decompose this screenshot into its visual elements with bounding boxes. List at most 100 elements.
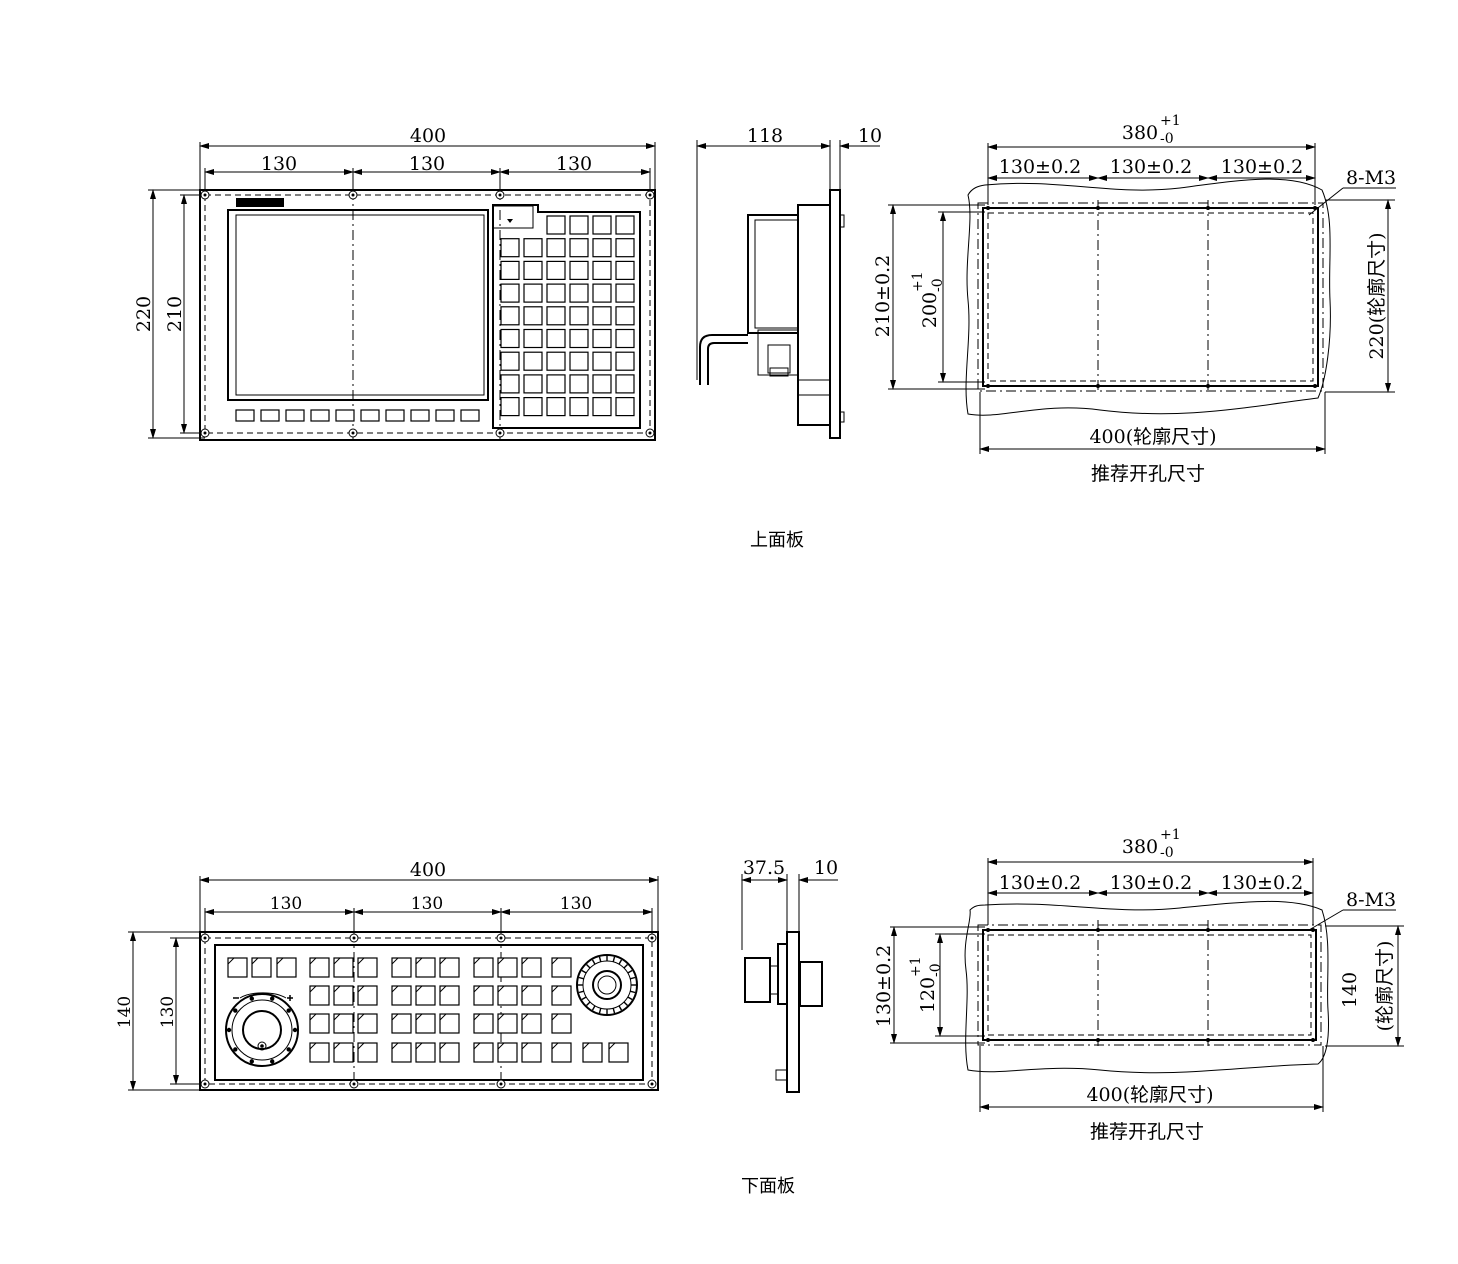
bottom-cutout-seg3: 130±0.2 bbox=[1221, 872, 1303, 894]
keypad-key bbox=[227, 957, 248, 978]
keypad-key bbox=[523, 260, 543, 280]
keypad-key bbox=[551, 985, 572, 1006]
bottom-side-plate bbox=[786, 931, 800, 1093]
keypad-key bbox=[569, 328, 589, 349]
keypad-area bbox=[492, 204, 641, 429]
keypad-key bbox=[497, 957, 518, 978]
bottom-front-seg2-label: 130 bbox=[411, 894, 443, 914]
keypad-key bbox=[473, 957, 494, 978]
keypad-key bbox=[523, 283, 543, 303]
keypad-key bbox=[592, 328, 612, 349]
bottom-front-height-inner: 130 bbox=[158, 996, 178, 1028]
bottom-cutout-outline-width: 400(轮廓尺寸) bbox=[1086, 1084, 1213, 1106]
top-front-height-inner: 210 bbox=[164, 296, 186, 332]
keypad-key bbox=[569, 374, 589, 394]
bottom-front-seg1-label: 130 bbox=[270, 894, 302, 914]
keypad-key bbox=[391, 985, 412, 1006]
keypad-key bbox=[415, 1042, 436, 1063]
top-cutout-view: 380 +1 -0 130±0.2 130±0.2 130±0.2 8-M3 2… bbox=[872, 113, 1396, 485]
keypad-key bbox=[569, 283, 589, 303]
keypad-key bbox=[615, 215, 635, 235]
keypad-key bbox=[415, 985, 436, 1006]
keypad-key bbox=[615, 374, 635, 394]
bottom-front-width-label: 400 bbox=[410, 859, 446, 881]
top-cutout-note: 推荐开孔尺寸 bbox=[1091, 463, 1205, 485]
top-panel-caption: 上面板 bbox=[750, 530, 804, 551]
top-side-thickness: 10 bbox=[858, 125, 882, 147]
keypad-key bbox=[500, 374, 520, 394]
keypad-key bbox=[592, 351, 612, 371]
bottom-side-thickness: 10 bbox=[814, 857, 838, 879]
top-panel-outline bbox=[199, 189, 656, 441]
top-front-seg3-label: 130 bbox=[556, 153, 592, 175]
keypad-key bbox=[615, 283, 635, 303]
top-cutout-outline-width: 400(轮廓尺寸) bbox=[1089, 426, 1216, 448]
keypad-key bbox=[309, 1042, 330, 1063]
top-side-view: 118 10 bbox=[696, 125, 882, 439]
soft-keys bbox=[235, 409, 480, 422]
keypad-key bbox=[546, 351, 566, 371]
keypad-key bbox=[333, 985, 354, 1006]
keypad-key bbox=[546, 260, 566, 280]
keypad-key bbox=[523, 397, 543, 417]
keypad-key bbox=[569, 215, 589, 235]
keypad-key bbox=[415, 1013, 436, 1034]
keypad-key bbox=[500, 351, 520, 371]
keypad-key bbox=[473, 1013, 494, 1034]
keypad-key bbox=[546, 306, 566, 326]
keypad-key bbox=[551, 957, 572, 978]
keypad-key bbox=[500, 306, 520, 326]
keypad-key bbox=[333, 1013, 354, 1034]
keypad-key bbox=[523, 328, 543, 349]
keypad-key bbox=[608, 1042, 629, 1063]
top-front-seg2-label: 130 bbox=[409, 153, 445, 175]
keypad-key bbox=[500, 397, 520, 417]
bottom-front-height-outer: 140 bbox=[115, 996, 135, 1028]
keypad-key bbox=[523, 306, 543, 326]
keypad-key bbox=[523, 374, 543, 394]
bottom-cutout-height-tol-lower: -0 bbox=[928, 963, 944, 977]
keypad-key bbox=[473, 1042, 494, 1063]
keypad-key bbox=[592, 260, 612, 280]
bottom-cutout-width-tol-upper: +1 bbox=[1160, 827, 1181, 843]
top-side-plate bbox=[829, 189, 841, 439]
keypad-key bbox=[592, 374, 612, 394]
bottom-front-screws bbox=[200, 933, 657, 1089]
keypad-key bbox=[500, 328, 520, 349]
top-cutout-hole-spacing: 210±0.2 bbox=[872, 255, 894, 337]
keypad-key bbox=[592, 215, 612, 235]
keypad-key bbox=[333, 957, 354, 978]
brand-logo bbox=[236, 198, 284, 207]
keypad-key bbox=[551, 1013, 572, 1034]
keypad-key bbox=[546, 397, 566, 417]
bottom-cutout-hole-spacing: 130±0.2 bbox=[873, 945, 895, 1027]
bottom-front-view: 400 130 130 130 140 130 bbox=[115, 859, 659, 1091]
keypad-key bbox=[391, 957, 412, 978]
top-front-screws bbox=[200, 190, 655, 438]
keypad-key bbox=[615, 328, 635, 349]
top-cutout-height: 200 bbox=[919, 292, 941, 328]
top-cutout-seg2: 130±0.2 bbox=[1110, 156, 1192, 178]
top-side-depth: 118 bbox=[747, 125, 783, 147]
bottom-cutout-screws: 8-M3 bbox=[1346, 889, 1396, 911]
bottom-cutout-width-tol-lower: -0 bbox=[1160, 845, 1174, 861]
keypad-key bbox=[546, 374, 566, 394]
keypad-key bbox=[615, 238, 635, 258]
keypad-key bbox=[546, 328, 566, 349]
bottom-cutout-seg2: 130±0.2 bbox=[1110, 872, 1192, 894]
keypad-key bbox=[546, 283, 566, 303]
keypad-key bbox=[521, 985, 542, 1006]
keypad-key bbox=[615, 306, 635, 326]
keypad-key bbox=[592, 306, 612, 326]
keypad-key bbox=[551, 1042, 572, 1063]
bottom-cutout-height: 120 bbox=[917, 977, 939, 1013]
top-front-seg1-label: 130 bbox=[261, 153, 297, 175]
keypad-key bbox=[276, 957, 297, 978]
keypad-key bbox=[546, 238, 566, 258]
keypad-key bbox=[439, 985, 460, 1006]
keypad-key bbox=[546, 215, 566, 235]
keypad-key bbox=[569, 306, 589, 326]
keypad-key bbox=[439, 1042, 460, 1063]
